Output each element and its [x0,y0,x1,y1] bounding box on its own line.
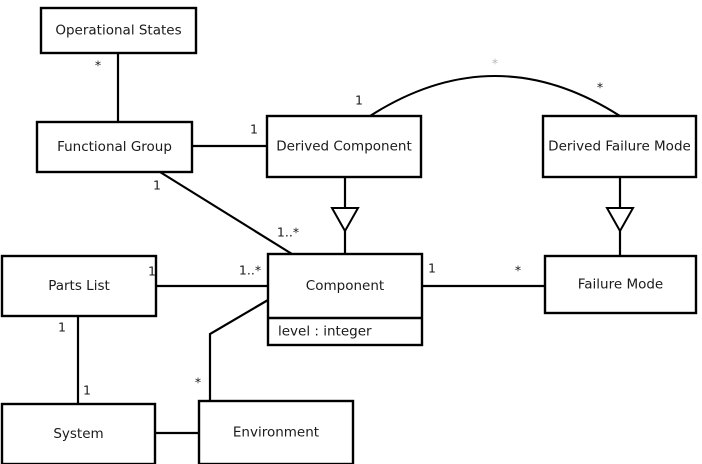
multiplicity-label: 1 [58,320,66,335]
class-box-environment[interactable]: Environment [197,399,355,464]
multiplicity-label: 1..* [277,225,299,240]
class-name-label: Parts List [48,278,110,294]
class-rect [541,114,698,179]
class-rect [543,254,698,315]
multiplicity-label: 1..* [239,263,261,278]
class-name-label: Derived Component [276,139,412,155]
class-box-operational-states[interactable]: Operational States [39,6,198,55]
class-rect [35,120,194,174]
class-rect [39,6,198,55]
class-box-component[interactable]: Component level : integer [266,252,424,347]
multiplicity-label: * [95,58,101,73]
class-box-failure-mode[interactable]: Failure Mode [543,254,698,315]
multiplicity-label-layer: * 1 1 1..* 1 * * 1 1..* 1 * 1 1 * [58,56,603,398]
multiplicity-label: 1 [148,264,156,279]
association-environment-component[interactable] [208,299,269,401]
association-functionalgroup-component[interactable] [159,171,293,255]
association-line [159,171,293,255]
association-layer [76,53,635,435]
class-box-parts-list[interactable]: Parts List [0,254,158,318]
class-box-functional-group[interactable]: Functional Group [35,120,194,174]
multiplicity-label: 1 [153,178,161,193]
class-name-label: Environment [233,425,319,441]
class-rect [197,399,355,464]
multiplicity-label: 1 [428,261,436,276]
multiplicity-label: * [492,56,498,71]
class-rect [0,254,158,318]
multiplicity-label: 1 [250,122,258,137]
multiplicity-label: * [515,263,521,278]
generalization-arrowhead [605,207,635,234]
class-box-derived-failure-mode[interactable]: Derived Failure Mode [541,114,698,179]
class-name-label: Failure Mode [578,277,664,293]
multiplicity-label: * [195,375,201,390]
class-rect [0,402,157,464]
multiplicity-label: 1 [83,383,91,398]
class-name-label: System [53,426,103,442]
association-component-derivedcomponent-generalization[interactable] [330,177,360,254]
multiplicity-label: 1 [355,93,363,108]
class-rect [265,114,423,179]
class-name-label: Functional Group [57,139,172,155]
class-name-label: Component [306,278,384,294]
generalization-arrowhead [330,207,360,234]
association-line [208,299,269,401]
class-box-derived-component[interactable]: Derived Component [265,114,423,179]
association-line [369,75,621,117]
class-name-label: Operational States [55,23,181,39]
class-attribute-label: level : integer [278,324,372,340]
association-failuremode-derivedfailuremode-generalization[interactable] [605,177,635,256]
multiplicity-label: * [597,80,603,95]
class-name-label: Derived Failure Mode [548,139,691,155]
association-derivedcomponent-derivedfailuremode[interactable] [369,75,621,117]
class-box-system[interactable]: System [0,402,157,464]
class-rect [266,252,424,347]
